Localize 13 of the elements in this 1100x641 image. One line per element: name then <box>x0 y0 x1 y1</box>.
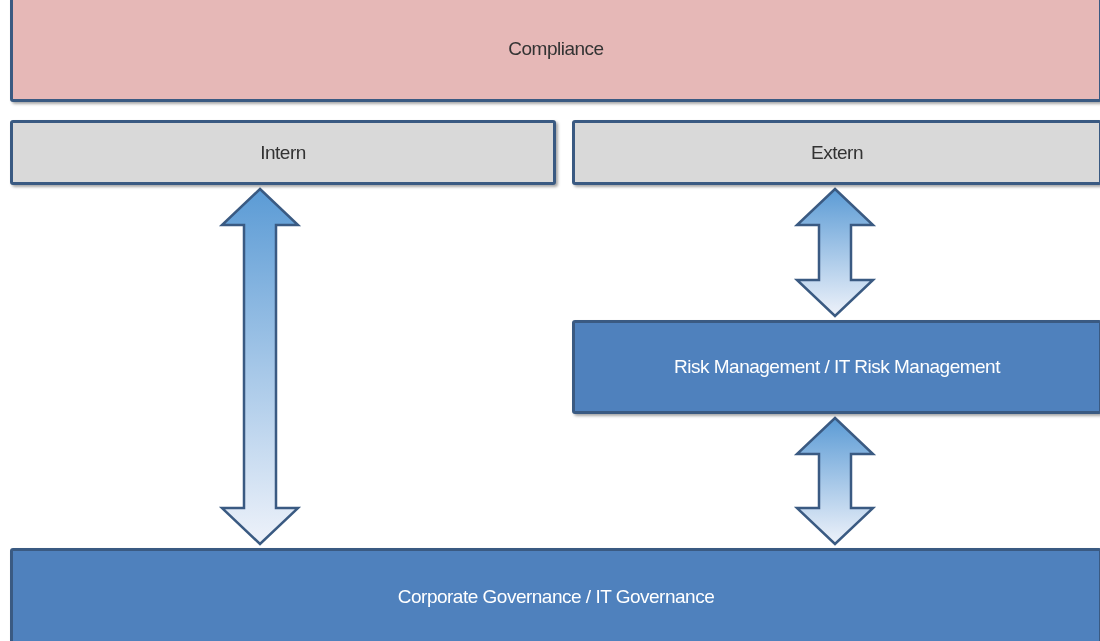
box-label: Risk Management / IT Risk Management <box>674 356 1000 378</box>
compliance-banner <box>10 0 1100 102</box>
process-box <box>10 548 1100 641</box>
box-label: Corporate Governance / IT Governance <box>397 585 715 608</box>
box-label: Intern <box>260 141 306 164</box>
process-box <box>572 320 1100 414</box>
box-label: Compliance <box>508 38 604 60</box>
double-arrow <box>218 187 302 546</box>
category-box <box>10 120 556 185</box>
category-box <box>572 120 1100 185</box>
double-arrow <box>793 416 877 546</box>
double-arrow <box>793 187 877 318</box>
box-label: Extern <box>811 141 863 164</box>
